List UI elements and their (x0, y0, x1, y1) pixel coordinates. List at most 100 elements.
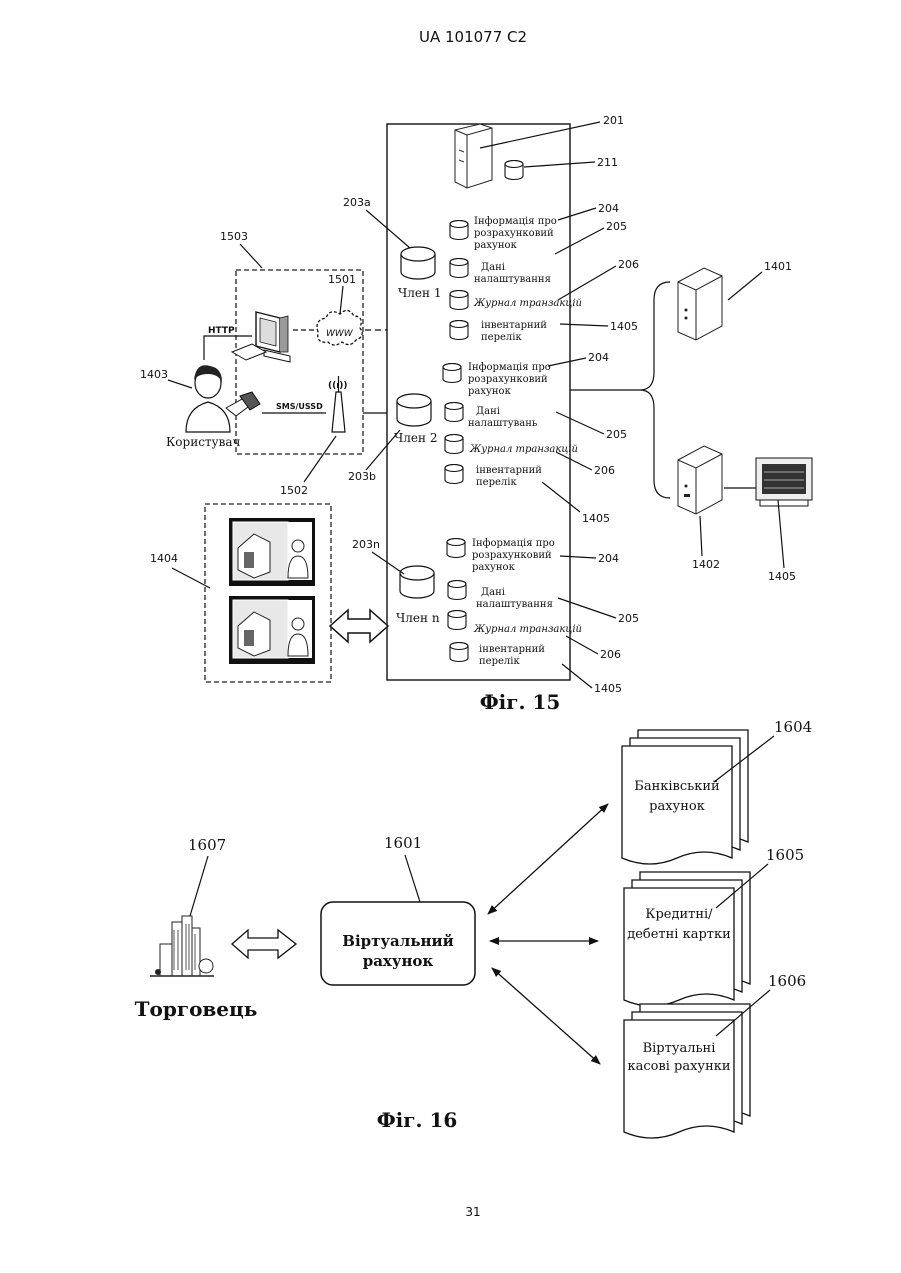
account-info-1-icon (450, 221, 468, 240)
settings-1-line2: налаштування (474, 274, 551, 285)
settings-n-icon (448, 581, 466, 600)
server-group-brace (640, 282, 670, 498)
virtual-account-line2: рахунок (363, 952, 434, 970)
settings-2-line2: налаштувань (468, 418, 538, 429)
account-info-2-line2: розрахунковий (468, 374, 548, 385)
label-1501: 1501 (328, 273, 356, 286)
inventory-terminal-icon (756, 458, 812, 506)
inventory-2-line1: інвентарний (476, 465, 542, 476)
account-info-n-line3: рахунок (472, 562, 516, 573)
bank-account-line1: Банківський (634, 779, 719, 794)
computer-icon (232, 312, 290, 362)
label-1503: 1503 (220, 230, 248, 243)
label-204-a: 204 (598, 202, 619, 215)
label-204-c: 204 (598, 552, 619, 565)
journal-n-label: Журнал транзакцій (473, 624, 582, 635)
settings-1-line1: Дані (481, 262, 505, 273)
label-205-c: 205 (618, 612, 639, 625)
settings-2-icon (445, 403, 463, 422)
inventory-1-line2: перелік (481, 332, 522, 343)
figure-16-caption: Фіг. 16 (377, 1108, 458, 1132)
label-1607: 1607 (188, 836, 226, 854)
virtual-account-line1: Віртуальний (342, 932, 453, 950)
cards-line1: Кредитні/ (645, 907, 713, 922)
document-id: UA 101077 C2 (419, 28, 527, 46)
label-1605: 1605 (766, 846, 804, 864)
label-1604: 1604 (774, 718, 812, 736)
label-1405-d: 1405 (768, 570, 796, 583)
central-server-icon (455, 124, 492, 188)
settings-n-line1: Дані (481, 587, 505, 598)
antenna-signal-label: ((ı)) (328, 381, 348, 391)
label-1404: 1404 (150, 552, 178, 565)
merchant-link-arrow (232, 930, 296, 958)
label-1403: 1403 (140, 368, 168, 381)
account-info-2-icon (443, 364, 461, 383)
figure-16: 1607 Торговець Віртуальний рахунок 1601 … (135, 718, 813, 1138)
central-database-icon (505, 161, 523, 180)
inventory-n-icon (450, 643, 468, 662)
label-211: 211 (597, 156, 618, 169)
label-1606: 1606 (768, 972, 806, 990)
settings-n-line2: налаштування (476, 599, 553, 610)
kiosk-screen-1 (229, 518, 315, 586)
page-number: 31 (465, 1205, 480, 1219)
member-server-icon (678, 268, 722, 340)
inventory-server-icon (678, 446, 722, 514)
link-virtual-cash-arrow (492, 968, 600, 1064)
kiosk-screen-2 (229, 596, 315, 664)
label-205-b: 205 (606, 428, 627, 441)
merchant-buildings-icon (150, 916, 214, 976)
inventory-n-line2: перелік (479, 656, 520, 667)
label-1405-b: 1405 (582, 512, 610, 525)
label-1401: 1401 (764, 260, 792, 273)
label-1405-c: 1405 (594, 682, 622, 695)
inventory-1-icon (450, 321, 468, 340)
label-1601: 1601 (384, 834, 422, 852)
journal-2-icon (445, 435, 463, 454)
label-1502: 1502 (280, 484, 308, 497)
member-2-label: Член 2 (394, 431, 437, 445)
label-206-a: 206 (618, 258, 639, 271)
figure-15-caption: Фіг. 15 (480, 690, 561, 714)
label-203b: 203b (348, 470, 376, 483)
label-206-c: 206 (600, 648, 621, 661)
label-203n: 203n (352, 538, 380, 551)
bank-account-document-stack (622, 730, 748, 864)
cards-line2: дебетні картки (627, 927, 731, 942)
label-201: 201 (603, 114, 624, 127)
figure-15: 201 211 Член 1 203a Інформація про розра… (140, 114, 812, 714)
journal-1-label: Журнал транзакцій (473, 298, 582, 309)
journal-n-icon (448, 611, 466, 630)
account-info-n-line2: розрахунковий (472, 550, 552, 561)
label-1402: 1402 (692, 558, 720, 571)
bank-account-line2: рахунок (649, 799, 705, 814)
account-info-1-line2: розрахунковий (474, 228, 554, 239)
virtual-cash-line1: Віртуальні (643, 1041, 716, 1056)
account-info-2-line1: Інформація про (468, 362, 551, 373)
account-info-1-line1: Інформація про (474, 216, 557, 227)
journal-1-icon (450, 291, 468, 310)
label-203a: 203a (343, 196, 371, 209)
journal-2-label: Журнал транзакцій (469, 444, 578, 455)
label-204-b: 204 (588, 351, 609, 364)
user-label: Користувач (166, 435, 241, 449)
merchant-label: Торговець (135, 997, 258, 1021)
member-2-database-icon (397, 394, 431, 426)
label-206-b: 206 (594, 464, 615, 477)
settings-2-line1: Дані (476, 406, 500, 417)
http-label: HTTP (208, 326, 235, 336)
account-info-n-icon (447, 539, 465, 558)
label-1405-a: 1405 (610, 320, 638, 333)
account-info-1-line3: рахунок (474, 240, 518, 251)
member-1-database-icon (401, 247, 435, 279)
label-205-a: 205 (606, 220, 627, 233)
double-arrow-icon (330, 610, 388, 642)
inventory-2-line2: перелік (476, 477, 517, 488)
user-icon (186, 365, 260, 432)
inventory-1-line1: інвентарний (481, 320, 547, 331)
account-info-n-line1: Інформація про (472, 538, 555, 549)
www-label: WWW (326, 329, 354, 339)
inventory-2-icon (445, 465, 463, 484)
